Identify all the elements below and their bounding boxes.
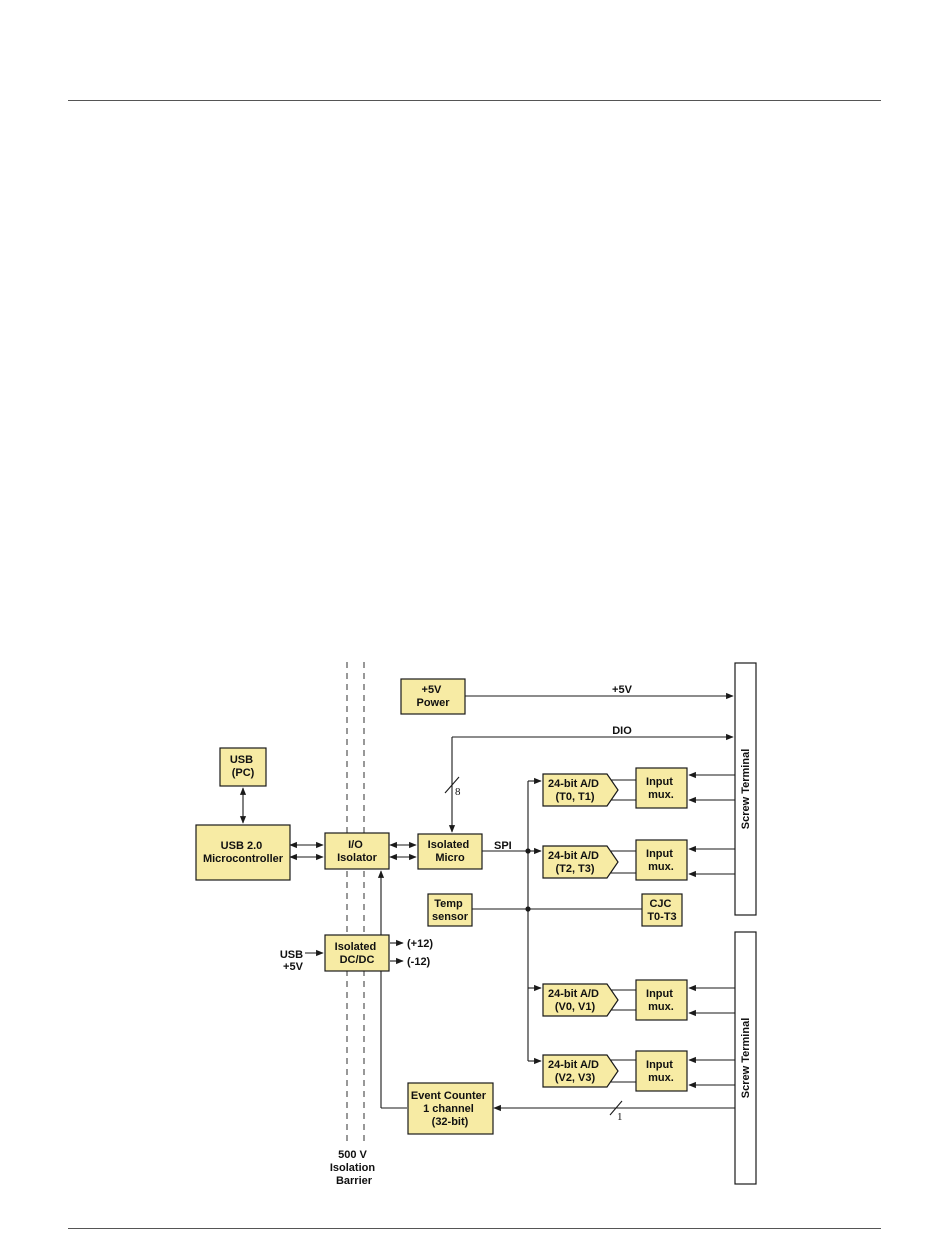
event-counter-block: Event Counter 1 channel (32-bit) [407, 1082, 494, 1135]
svg-text:+5V Power: +5V Power [416, 684, 450, 709]
svg-text:Screw Terminal: Screw Terminal [740, 1018, 752, 1099]
isolation-barrier-label: 500 V Isolation Barrier [330, 1149, 378, 1187]
input-mux-3-block: Input mux. [635, 979, 688, 1021]
dio-label: DIO [612, 725, 632, 737]
svg-text:24-bit A/D (T0, T1): 24-bit A/D (T0, T1) [548, 778, 602, 803]
svg-text:Event Counter 1 channel: Event Counter 1 channel (32-bit) [411, 1090, 489, 1128]
spi-label: SPI [494, 840, 512, 852]
footer-rule [68, 1228, 881, 1229]
svg-text:USB 2.0 Microcontroller: USB 2.0 Microcontroller [203, 840, 284, 865]
screw-terminal-top: Screw Terminal [734, 662, 757, 916]
svg-text:Screw Terminal: Screw Terminal [740, 749, 752, 830]
svg-text:USB (PC): USB (PC) [230, 754, 256, 779]
input-mux-1-block: Input mux. [635, 767, 688, 809]
plus5v-line-label: +5V [612, 684, 633, 696]
screw-terminal-bottom: Screw Terminal [734, 931, 757, 1185]
isolated-dcdc-block: Isolated DC/DC [324, 934, 390, 972]
bus-width-1-label: 1 [617, 1111, 623, 1123]
adc-t2-t3-block: 24-bit A/D (T2, T3) [542, 845, 619, 879]
svg-text:24-bit A/D (V2, V3): 24-bit A/D (V2, V3) [548, 1059, 602, 1084]
svg-text:I/O Isolator: I/O Isolator [337, 839, 377, 864]
isolated-micro-block: Isolated Micro [417, 833, 483, 870]
svg-text:Input mux.: Input mux. [646, 1059, 676, 1084]
minus12-output-label: (-12) [407, 956, 431, 968]
svg-text:Isolated Micro: Isolated Micro [428, 839, 473, 864]
temp-sensor-block: Temp sensor [427, 893, 473, 927]
input-mux-4-block: Input mux. [635, 1050, 688, 1092]
junction-dot-temp [525, 906, 531, 912]
svg-text:24-bit A/D (T2, T3): 24-bit A/D (T2, T3) [548, 850, 602, 875]
usb-microcontroller-block: USB 2.0 Microcontroller [195, 824, 291, 881]
svg-text:Input mux.: Input mux. [646, 848, 676, 873]
svg-text:CJC T0-T3: CJC T0-T3 [647, 898, 676, 923]
svg-text:Isolated DC/DC: Isolated DC/DC [335, 941, 380, 966]
adc-v0-v1-block: 24-bit A/D (V0, V1) [542, 983, 619, 1017]
junction-dot-spi [525, 848, 531, 854]
io-isolator-block: I/O Isolator [324, 832, 390, 870]
header-rule [68, 100, 881, 101]
bus-width-8-label: 8 [455, 786, 461, 798]
cjc-block: CJC T0-T3 [641, 893, 683, 927]
svg-text:Temp sensor: Temp sensor [432, 898, 469, 923]
power-5v-block: +5V Power [400, 678, 466, 715]
adc-v2-v3-block: 24-bit A/D (V2, V3) [542, 1054, 619, 1088]
input-mux-2-block: Input mux. [635, 839, 688, 881]
usb-pc-block: USB (PC) [219, 747, 267, 787]
adc-t0-t1-block: 24-bit A/D (T0, T1) [542, 773, 619, 807]
svg-text:24-bit A/D (V0, V1): 24-bit A/D (V0, V1) [548, 988, 602, 1013]
svg-text:Input mux.: Input mux. [646, 988, 676, 1013]
plus12-output-label: (+12) [407, 938, 433, 950]
svg-text:Input mux.: Input mux. [646, 776, 676, 801]
wires [239, 692, 735, 1116]
usb-5v-label: USB +5V [280, 949, 306, 973]
